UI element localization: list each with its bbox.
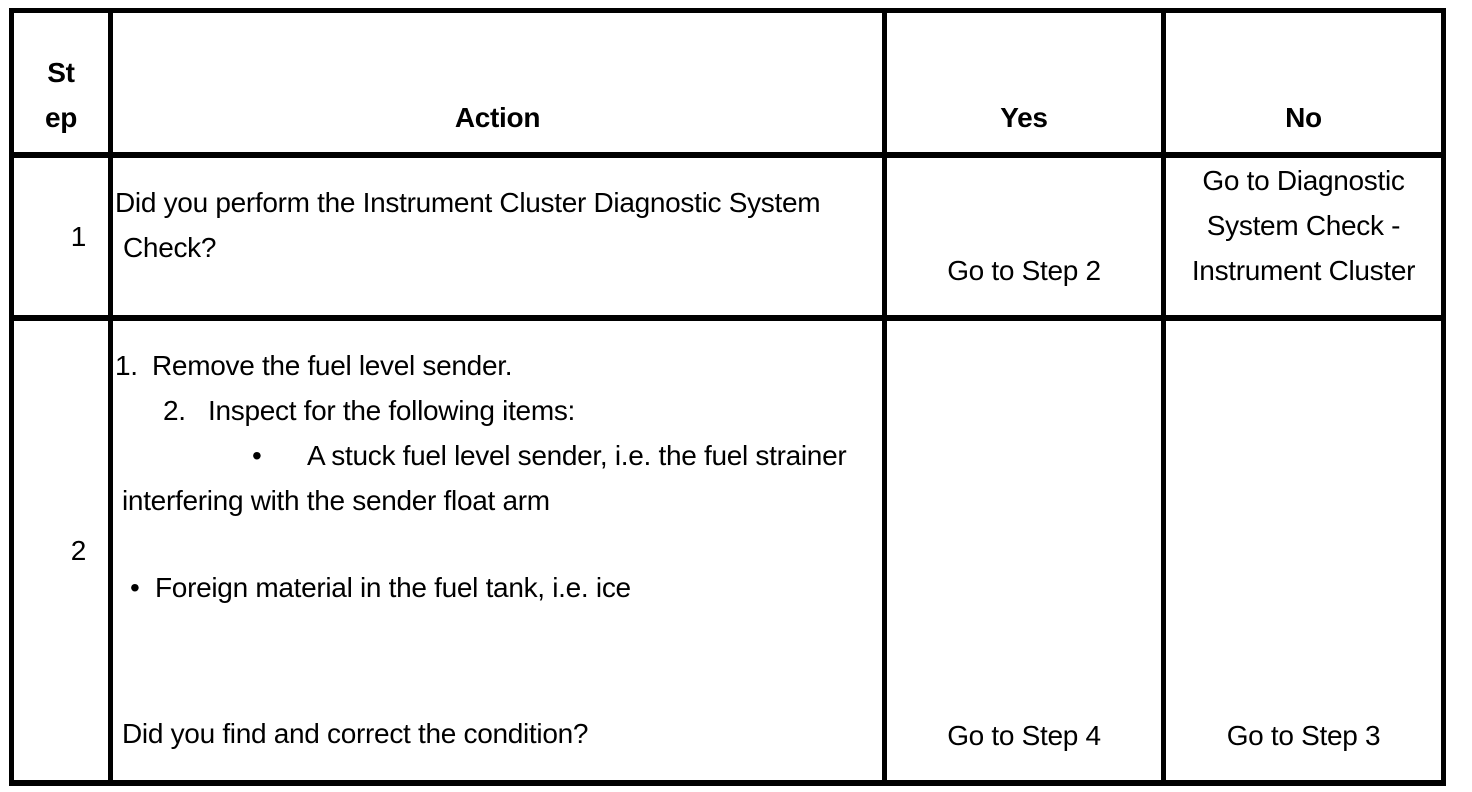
header-action-cell: Action xyxy=(113,13,887,158)
header-step-line2: ep xyxy=(44,102,78,133)
row2-yes-cell: Go to Step 4 xyxy=(887,321,1166,780)
row1-no-cell: Go to Diagnostic System Check - Instrume… xyxy=(1166,158,1441,321)
row2-no-cell: Go to Step 3 xyxy=(1166,321,1441,780)
ordered-item-1-text: Remove the fuel level sender. xyxy=(152,350,513,381)
bullet-icon: • xyxy=(252,440,262,471)
row2-bullet-item-2: • Foreign material in the fuel tank, i.e… xyxy=(115,565,874,610)
row2-ordered-item-2: 2. Inspect for the following items: xyxy=(115,388,874,433)
list-number-2: 2. xyxy=(163,395,186,426)
header-no-cell: No xyxy=(1166,13,1441,158)
row1-step-number: 1 xyxy=(70,221,87,252)
bullet-item-2-text: Foreign material in the fuel tank, i.e. … xyxy=(155,572,631,603)
row2-yes-goto-text: Go to Step 4 xyxy=(947,720,1101,751)
row1-no-goto-line1: Go to Diagnostic xyxy=(1202,165,1405,196)
header-step-line1: St xyxy=(47,57,75,88)
row2-ordered-item-1: 1. Remove the fuel level sender. xyxy=(115,343,874,388)
row2-bullet-item-1-continuation: interfering with the sender float arm xyxy=(122,485,550,516)
row2-bullet-item-1: • A stuck fuel level sender, i.e. the fu… xyxy=(115,433,874,478)
header-yes-cell: Yes xyxy=(887,13,1166,158)
header-no-label: No xyxy=(1285,102,1322,133)
row2-step-number: 2 xyxy=(70,535,87,566)
header-yes-label: Yes xyxy=(1000,102,1048,133)
row1-yes-goto-text: Go to Step 2 xyxy=(947,255,1101,286)
row1-action-cell: Did you perform the Instrument Cluster D… xyxy=(113,158,887,321)
header-action-label: Action xyxy=(454,102,541,133)
row2-action-cell: 1. Remove the fuel level sender. 2. Insp… xyxy=(113,321,887,780)
ordered-item-2-text: Inspect for the following items: xyxy=(208,395,576,426)
row2-action-question: Did you find and correct the condition? xyxy=(122,718,589,749)
row1-step-cell: 1 xyxy=(14,158,113,321)
row1-action-line2: Check? xyxy=(123,232,217,263)
row1-no-goto-line2: System Check - xyxy=(1206,210,1401,241)
row1-yes-cell: Go to Step 2 xyxy=(887,158,1166,321)
row1-action-line1: Did you perform the Instrument Cluster D… xyxy=(115,187,821,218)
bullet-item-1-text: A stuck fuel level sender, i.e. the fuel… xyxy=(307,440,847,471)
row2-no-goto-text: Go to Step 3 xyxy=(1226,720,1381,751)
header-step-cell: St ep xyxy=(14,13,113,158)
row2-step-cell: 2 xyxy=(14,321,113,780)
list-number-1: 1. xyxy=(115,350,138,381)
bullet-icon: • xyxy=(130,572,140,603)
diagnostic-step-table: St ep Action Yes No 1 Did you perform th… xyxy=(9,8,1446,786)
row1-no-goto-line3: Instrument Cluster xyxy=(1191,255,1416,286)
row2-action-spacer xyxy=(115,610,874,711)
